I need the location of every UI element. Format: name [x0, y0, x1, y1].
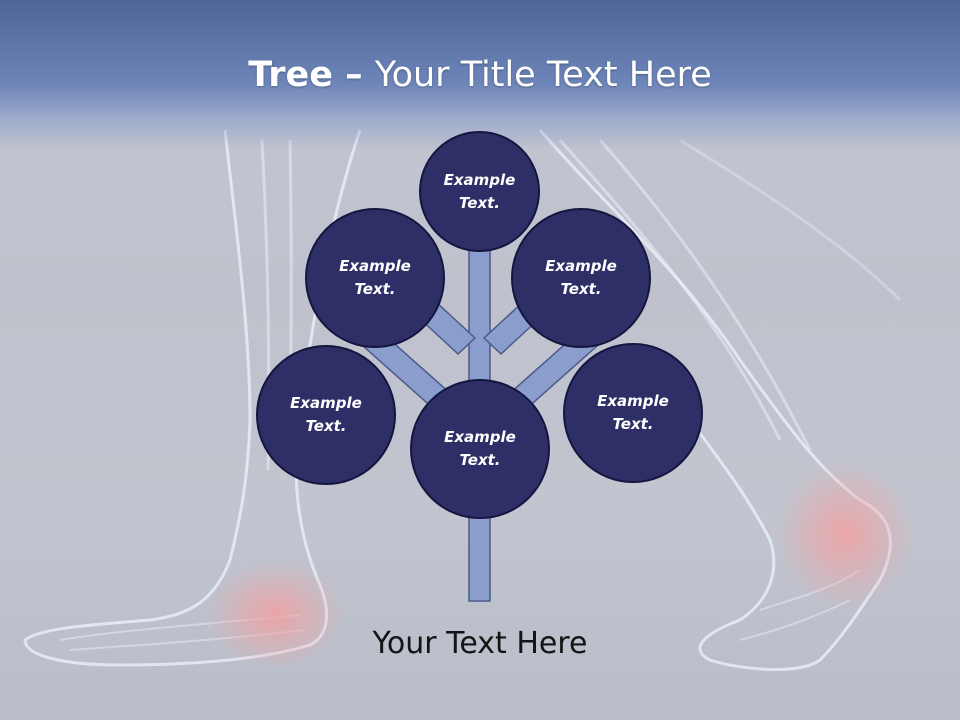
tree-node-center[interactable]: Example Text.: [410, 379, 550, 519]
tree-node-lower-left[interactable]: Example Text.: [256, 345, 396, 485]
tree-node-label: Example Text.: [545, 257, 617, 298]
tree-node-upper-left[interactable]: Example Text.: [305, 208, 445, 348]
tree-node-top[interactable]: Example Text.: [419, 131, 540, 252]
tree-node-lower-right[interactable]: Example Text.: [563, 343, 703, 483]
tree-node-label: Example Text.: [290, 394, 362, 435]
title-dash: –: [332, 55, 375, 95]
slide-caption: Your Text Here: [372, 626, 588, 661]
slide-title: Tree – Your Title Text Here: [0, 52, 960, 98]
title-band: [0, 0, 960, 150]
tree-node-label: Example Text.: [444, 428, 516, 469]
tree-node-label: Example Text.: [339, 257, 411, 298]
tree-node-label: Example Text.: [443, 170, 516, 212]
title-text: Your Title Text Here: [374, 55, 712, 95]
tree-node-label: Example Text.: [597, 392, 669, 433]
title-keyword: Tree: [248, 55, 333, 95]
tree-node-upper-right[interactable]: Example Text.: [511, 208, 651, 348]
